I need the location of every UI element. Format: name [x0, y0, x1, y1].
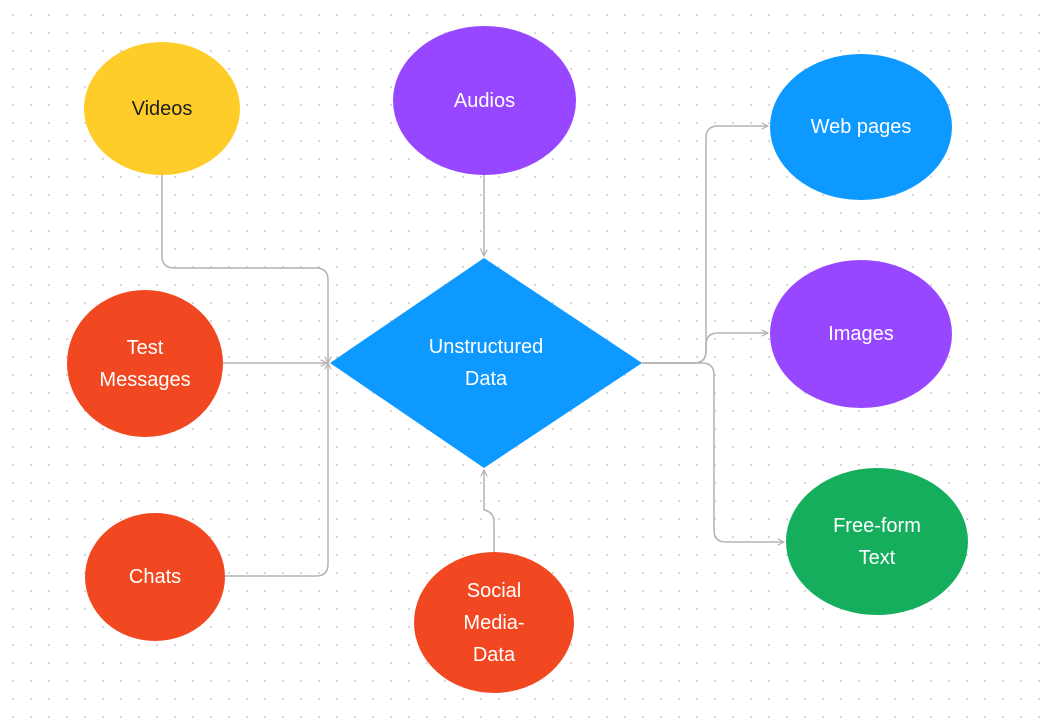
connector-social-to-center: [484, 470, 495, 552]
node-videos[interactable]: Videos: [84, 42, 240, 175]
node-audios-label: Audios: [453, 89, 516, 112]
node-videos-label: Videos: [131, 97, 193, 120]
node-web-pages-label: Web pages: [810, 116, 912, 138]
connector-center-to-images: [642, 333, 768, 364]
node-social-media-data-label: Social Media- Data: [463, 579, 525, 666]
node-test-messages[interactable]: Test Messages: [67, 290, 223, 437]
node-free-form-text-label: Free-form Text: [833, 514, 921, 569]
center-diamond-shape[interactable]: [330, 258, 642, 468]
node-audios[interactable]: Audios: [393, 26, 576, 175]
node-social-media-data[interactable]: Social Media- Data: [414, 552, 574, 693]
node-images[interactable]: Images: [770, 260, 952, 408]
connector-center-to-freeform: [642, 362, 784, 542]
center-label: Unstructured Data: [428, 336, 544, 390]
connector-chats-to-center: [225, 363, 328, 577]
node-images-label: Images: [828, 323, 894, 345]
node-chats[interactable]: Chats: [85, 513, 225, 641]
connector-videos-to-center: [161, 175, 328, 363]
node-chats-label: Chats: [128, 566, 182, 588]
node-free-form-text[interactable]: Free-form Text: [786, 468, 968, 615]
connector-center-to-webpages: [642, 126, 768, 364]
node-web-pages[interactable]: Web pages: [770, 54, 952, 200]
node-test-messages-label: Test Messages: [99, 336, 191, 391]
